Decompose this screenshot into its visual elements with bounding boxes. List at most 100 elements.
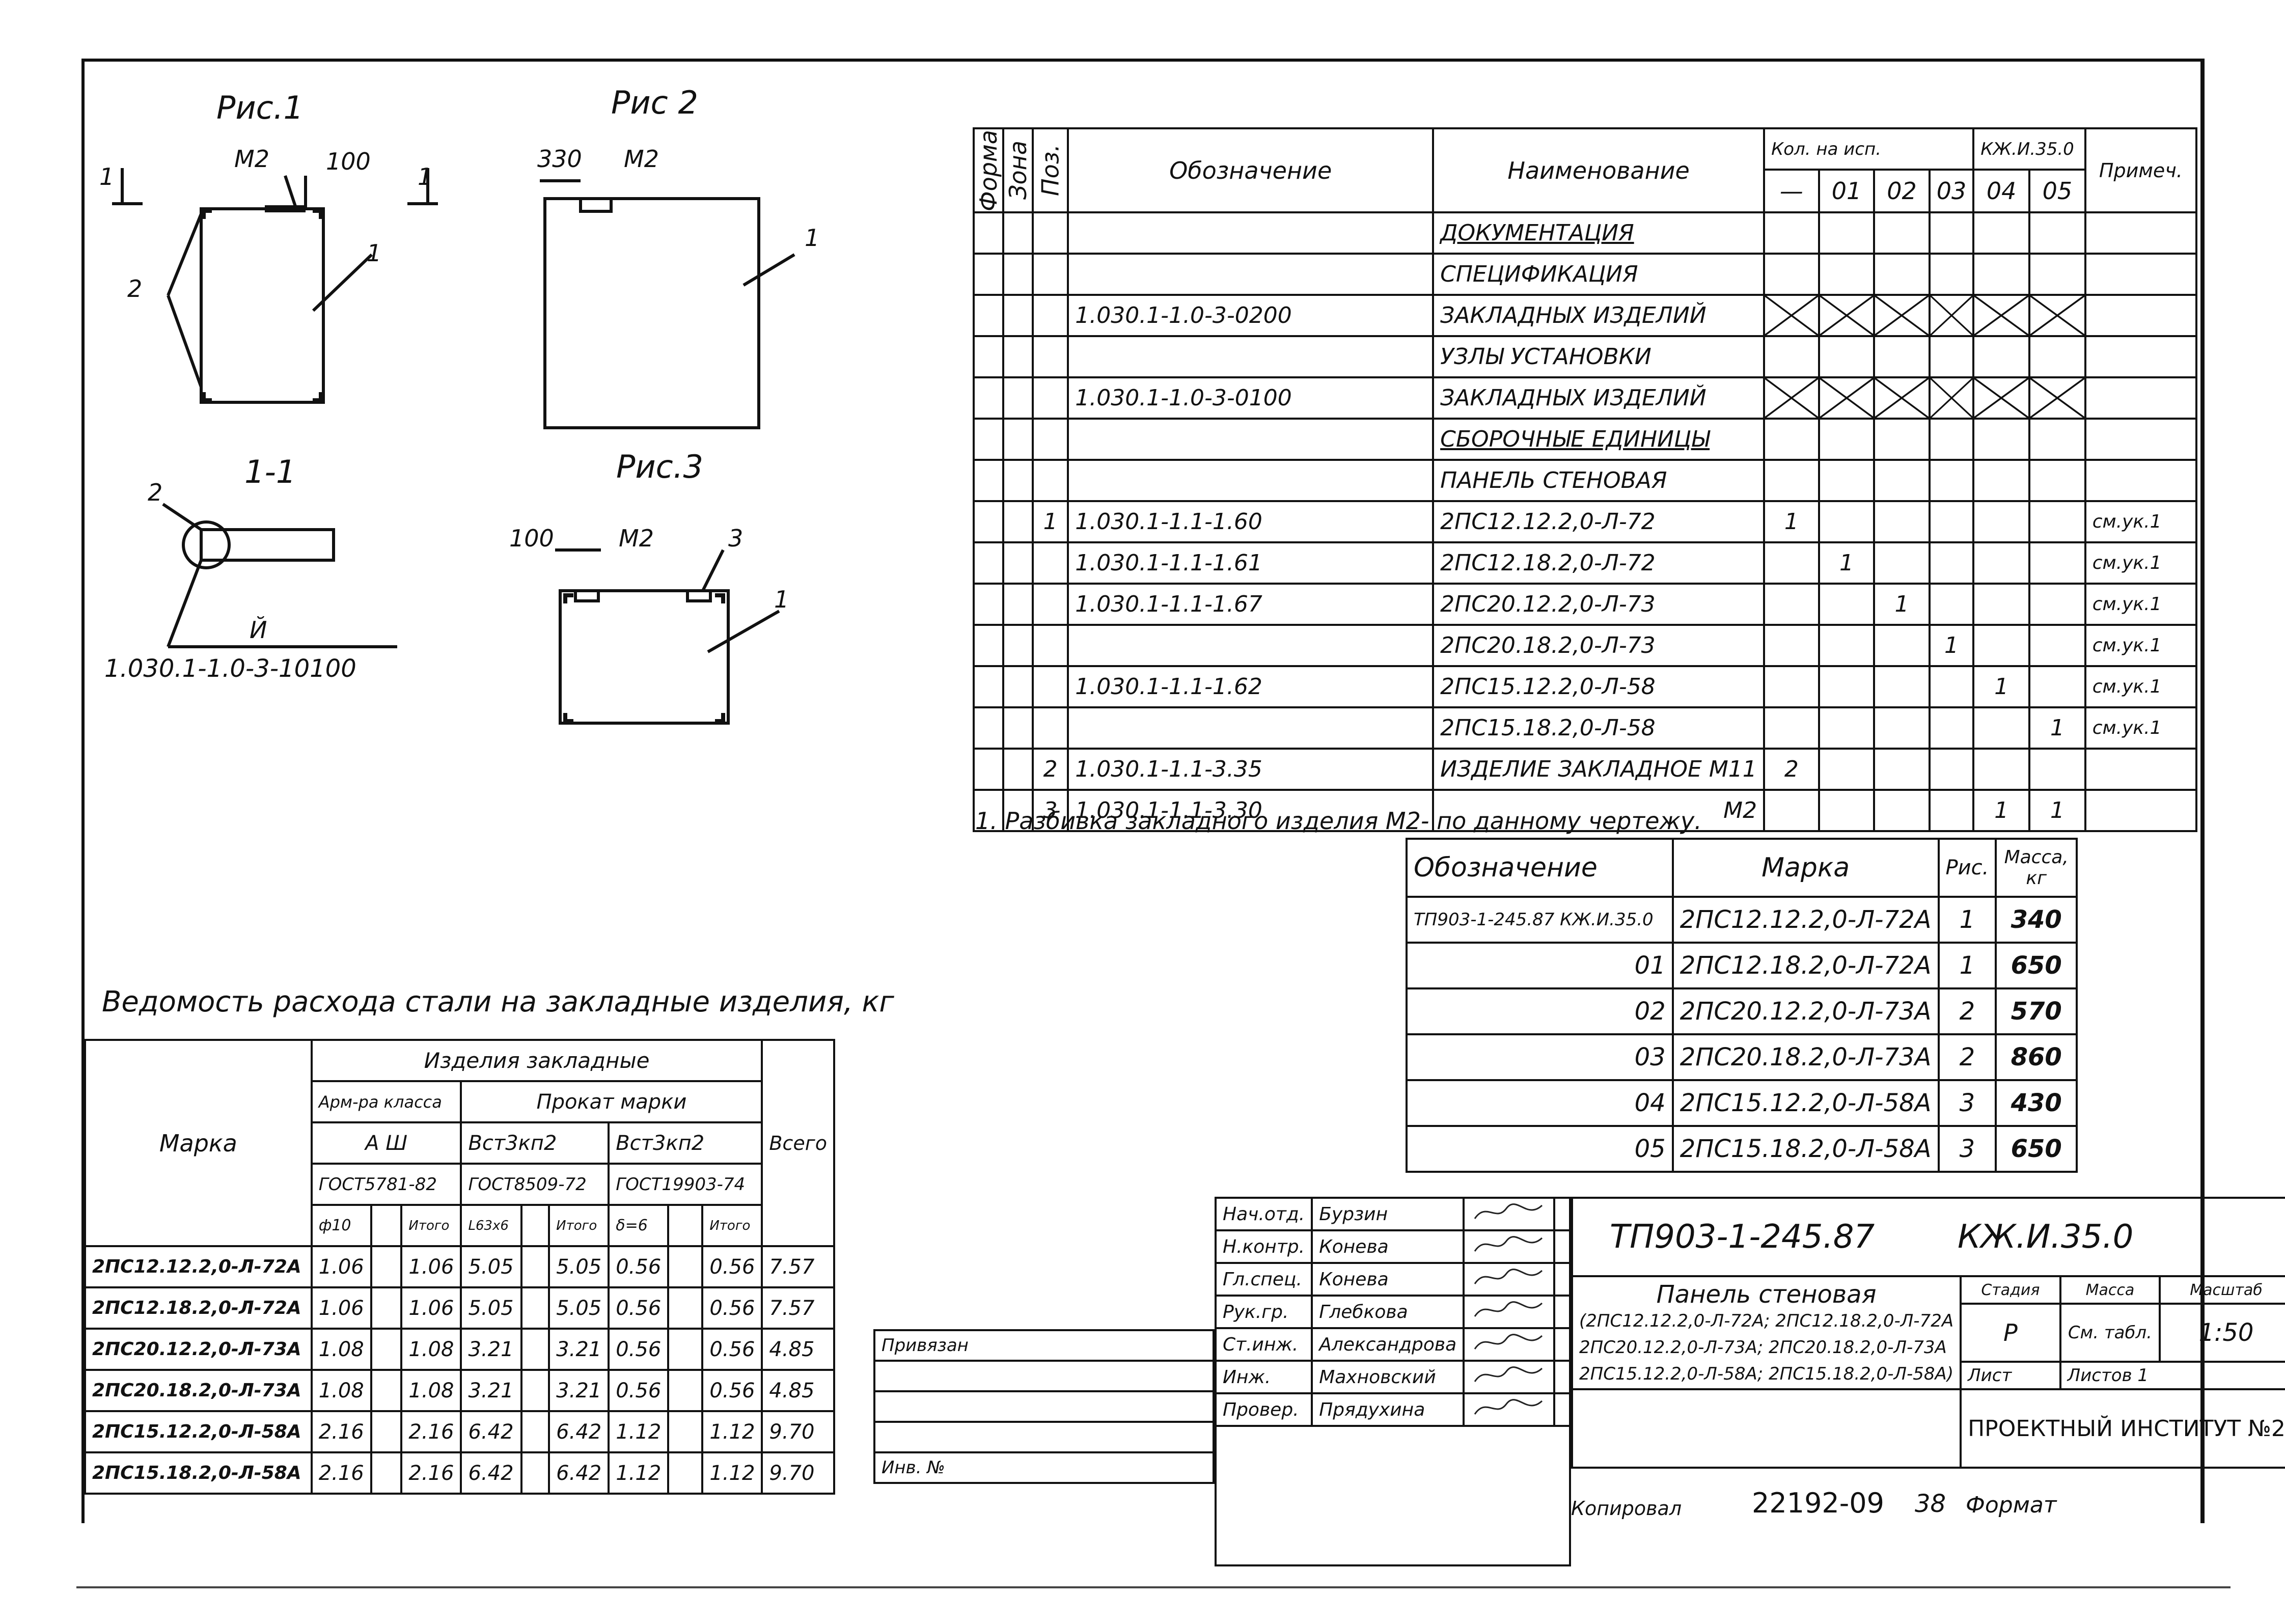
section-code: 1.030.1-1.0-3-10100 bbox=[104, 654, 356, 683]
stamp-signature bbox=[1463, 1327, 1556, 1362]
fig1-section-right: 1 bbox=[418, 163, 433, 190]
spec-qty-cross bbox=[2028, 376, 2086, 420]
spec-name: 2ПС12.18.2,0-Л-72 bbox=[1432, 541, 1766, 585]
marks-fig: 3 bbox=[1937, 1125, 1997, 1173]
steel-value: 2.16 bbox=[400, 1451, 462, 1495]
steel-value: 2.16 bbox=[310, 1451, 372, 1495]
steel-value bbox=[370, 1410, 403, 1453]
spec-zone bbox=[1002, 583, 1034, 626]
spec-designation bbox=[1067, 706, 1435, 750]
spec-qty bbox=[2028, 418, 2086, 461]
marks-fig: 2 bbox=[1937, 1033, 1997, 1081]
spec-table: Формат Зона Поз. Обозначение Наименовани… bbox=[973, 127, 2198, 832]
spec-row: Узлы установки bbox=[973, 335, 2198, 378]
spec-note bbox=[2084, 376, 2198, 420]
fig1-leader-2: 2 bbox=[127, 275, 143, 302]
spec-qty: 1 bbox=[2028, 789, 2086, 832]
footer-format: Формат bbox=[1966, 1492, 2057, 1518]
spec-designation: 1.030.1-1.1-1.60 bbox=[1067, 500, 1435, 543]
steel-value: 3.21 bbox=[548, 1328, 610, 1371]
spec-h-zone: Зона bbox=[1003, 128, 1033, 212]
spec-qty bbox=[1972, 211, 2030, 255]
footer-sheet: 38 bbox=[1915, 1490, 1946, 1518]
spec-qty bbox=[2028, 211, 2086, 255]
spec-h-note: Примеч. bbox=[2084, 127, 2198, 213]
marks-mark: 2ПС12.12.2,0-Л-72А bbox=[1671, 896, 1940, 944]
steel-h-empty bbox=[520, 1204, 550, 1247]
steel-h-total: Всего bbox=[761, 1039, 835, 1247]
spec-qty-cross bbox=[1972, 376, 2030, 420]
spec-format bbox=[973, 500, 1004, 543]
marks-mass: 650 bbox=[1995, 942, 2078, 989]
spec-qty: 1 bbox=[1873, 583, 1931, 626]
panel-name: Панель стеновая bbox=[1656, 1280, 1877, 1309]
spec-designation bbox=[1067, 335, 1435, 378]
fig1-leader-1: 1 bbox=[367, 239, 382, 267]
stamp-role: Нач.отд. bbox=[1214, 1197, 1313, 1231]
spec-qty bbox=[2028, 665, 2086, 708]
steel-h-gost3: ГОСТ19903-74 bbox=[608, 1163, 763, 1206]
spec-qty bbox=[1818, 624, 1876, 667]
steel-value: 1.06 bbox=[400, 1245, 462, 1288]
stamp-row: Инж.Махновский bbox=[1214, 1360, 1571, 1394]
stamp-date bbox=[1553, 1392, 1571, 1427]
signature-scribble bbox=[1474, 1268, 1543, 1284]
steel-value: 0.56 bbox=[701, 1328, 763, 1371]
spec-zone bbox=[1002, 748, 1034, 791]
steel-value: 1.08 bbox=[310, 1328, 372, 1371]
footer-copied: Копировал bbox=[1571, 1497, 1682, 1520]
spec-pos bbox=[1031, 541, 1069, 585]
stamp-signature bbox=[1463, 1392, 1556, 1427]
side-empty bbox=[873, 1421, 1215, 1453]
section-bar bbox=[200, 528, 335, 562]
spec-note bbox=[2084, 748, 2198, 791]
side-empty bbox=[873, 1360, 1215, 1392]
steel-value: 0.56 bbox=[608, 1245, 670, 1288]
spec-qty bbox=[1763, 211, 1820, 255]
spec-format bbox=[973, 376, 1004, 420]
stamp-name: Прядухина bbox=[1311, 1392, 1465, 1427]
steel-value: 0.56 bbox=[701, 1245, 763, 1288]
steel-value: 0.56 bbox=[608, 1328, 670, 1371]
spec-format bbox=[973, 335, 1004, 378]
steel-value: 5.05 bbox=[460, 1286, 522, 1330]
spec-pos bbox=[1031, 665, 1069, 708]
spec-pos bbox=[1031, 459, 1069, 502]
marks-h-des: Обозначение bbox=[1406, 838, 1674, 898]
spec-name: Документация bbox=[1432, 211, 1766, 255]
steel-h-empty bbox=[667, 1204, 704, 1247]
spec-pos: 3 bbox=[1031, 789, 1069, 832]
marks-des: 03 bbox=[1406, 1033, 1674, 1081]
steel-value: 1.06 bbox=[310, 1245, 372, 1288]
spec-note: см.ук.1 bbox=[2084, 624, 2198, 667]
steel-value: 1.08 bbox=[310, 1369, 372, 1412]
marks-h-mark: Марка bbox=[1671, 838, 1940, 898]
fig1-dim: 100 bbox=[326, 148, 371, 175]
spec-qty bbox=[1763, 253, 1820, 296]
spec-qty bbox=[1928, 500, 1975, 543]
spec-qty bbox=[1972, 748, 2030, 791]
steel-h-empty bbox=[370, 1204, 403, 1247]
steel-value bbox=[667, 1410, 704, 1453]
spec-qty bbox=[1818, 500, 1876, 543]
spec-note: см.ук.1 bbox=[2084, 665, 2198, 708]
steel-h-arm: Арм-ра класса bbox=[310, 1080, 462, 1123]
spec-qty bbox=[1873, 541, 1931, 585]
spec-name: закладных изделий bbox=[1432, 294, 1766, 337]
spec-qty bbox=[1763, 418, 1820, 461]
spec-zone bbox=[1002, 500, 1034, 543]
stamp-date bbox=[1553, 1327, 1571, 1362]
steel-table: Марка Изделия закладные Всего Арм-ра кла… bbox=[84, 1039, 835, 1495]
spec-qty bbox=[1873, 624, 1931, 667]
spec-qty bbox=[1873, 665, 1931, 708]
spec-qty bbox=[1928, 459, 1975, 502]
spec-qty bbox=[1972, 335, 2030, 378]
steel-value bbox=[520, 1245, 550, 1288]
steel-value: 2.16 bbox=[400, 1410, 462, 1453]
spec-qty bbox=[1763, 459, 1820, 502]
spec-name: Изделие закладное М11 bbox=[1432, 748, 1766, 791]
